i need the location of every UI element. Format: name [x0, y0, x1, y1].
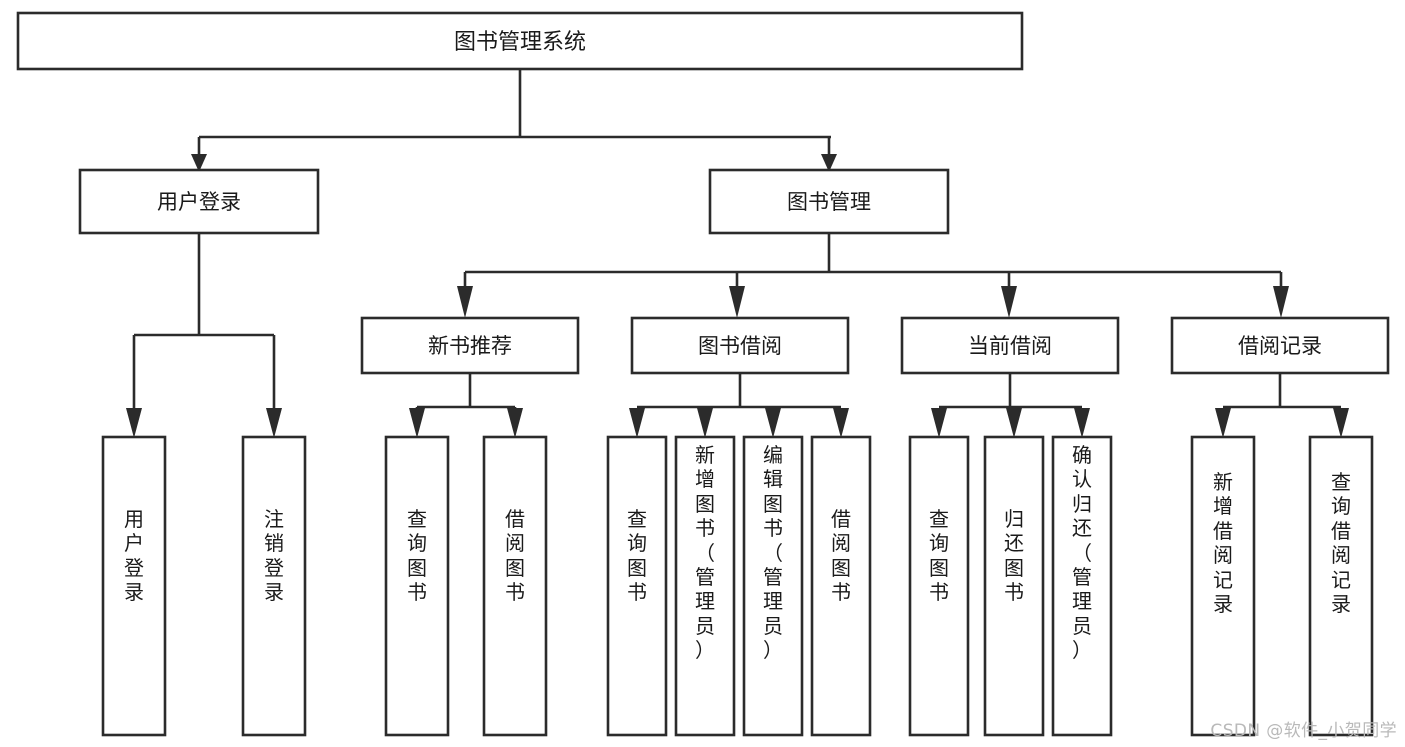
arrow-head-leaf-user-login — [126, 408, 142, 438]
node-root-label: 图书管理系统 — [454, 30, 586, 55]
arrow-head-borrow-record — [1273, 286, 1289, 318]
node-leaf-query-book-cur-box[interactable] — [908, 435, 970, 737]
arrow-head-new-book-recommend — [457, 286, 473, 318]
arrow-head-leaf-edit-book-admin — [765, 408, 781, 438]
node-leaf-add-book-admin-box[interactable] — [674, 435, 736, 737]
connector-group — [126, 69, 1349, 438]
node-user-login-label: 用户登录 — [157, 190, 241, 214]
arrow-head-leaf-query-book-rec — [409, 408, 425, 438]
node-user-login[interactable]: 用户登录 — [78, 168, 320, 235]
arrow-head-leaf-add-book-admin — [697, 408, 713, 438]
arrow-head-leaf-query-borrow-record — [1333, 408, 1349, 438]
arrow-head-leaf-borrow-book-rec — [507, 408, 523, 438]
node-borrow-record-label: 借阅记录 — [1238, 334, 1322, 358]
arrow-head-leaf-query-book-borrow — [629, 408, 645, 438]
node-leaf-borrow-book-box[interactable] — [810, 435, 872, 737]
arrow-head-current-borrow — [1001, 286, 1017, 318]
arrow-head-leaf-borrow-book — [833, 408, 849, 438]
node-leaf-borrow-book-rec-box[interactable] — [482, 435, 548, 737]
arrow-head-leaf-confirm-return-admin — [1074, 408, 1090, 438]
node-root-box[interactable] — [16, 11, 1024, 71]
node-leaf-query-book-rec-box[interactable] — [384, 435, 450, 737]
node-leaf-return-book-box[interactable] — [983, 435, 1045, 737]
node-book-borrow-box[interactable] — [630, 316, 850, 375]
arrow-head-book-borrow — [729, 286, 745, 318]
node-new-book-recommend-box[interactable] — [360, 316, 580, 375]
node-book-borrow-label: 图书借阅 — [698, 334, 782, 358]
arrow-head-user-login — [191, 154, 207, 172]
node-leaf-confirm-return-admin-box[interactable] — [1051, 435, 1113, 737]
node-leaf-add-borrow-record-box[interactable] — [1190, 435, 1256, 737]
node-book-manage-box[interactable] — [708, 168, 950, 235]
arrow-head-book-manage — [821, 154, 837, 172]
arrow-head-leaf-add-borrow-record — [1215, 408, 1231, 438]
node-borrow-record[interactable]: 借阅记录 — [1170, 316, 1390, 375]
arrow-head-leaf-return-book — [1006, 408, 1022, 438]
node-book-borrow[interactable]: 图书借阅 — [630, 316, 850, 375]
node-leaf-query-book-borrow-box[interactable] — [606, 435, 668, 737]
leaf-boxes — [101, 435, 1374, 737]
node-current-borrow-box[interactable] — [900, 316, 1120, 375]
node-new-book-recommend-label: 新书推荐 — [428, 334, 512, 358]
node-new-book-recommend[interactable]: 新书推荐 — [360, 316, 580, 375]
node-current-borrow-label: 当前借阅 — [968, 334, 1052, 358]
node-leaf-edit-book-admin-box[interactable] — [742, 435, 804, 737]
node-leaf-user-login-box[interactable] — [101, 435, 167, 737]
arrow-head-leaf-logout-login — [266, 408, 282, 438]
node-leaf-logout-login-box[interactable] — [241, 435, 307, 737]
csdn-watermark: CSDN @软件_小贺同学 — [1210, 721, 1397, 741]
node-current-borrow[interactable]: 当前借阅 — [900, 316, 1120, 375]
arrow-head-leaf-query-book-cur — [931, 408, 947, 438]
node-root[interactable]: 图书管理系统 — [16, 11, 1024, 71]
node-user-login-box[interactable] — [78, 168, 320, 235]
node-book-manage[interactable]: 图书管理 — [708, 168, 950, 235]
node-book-manage-label: 图书管理 — [787, 190, 871, 214]
node-borrow-record-box[interactable] — [1170, 316, 1390, 375]
node-leaf-query-borrow-record-box[interactable] — [1308, 435, 1374, 737]
